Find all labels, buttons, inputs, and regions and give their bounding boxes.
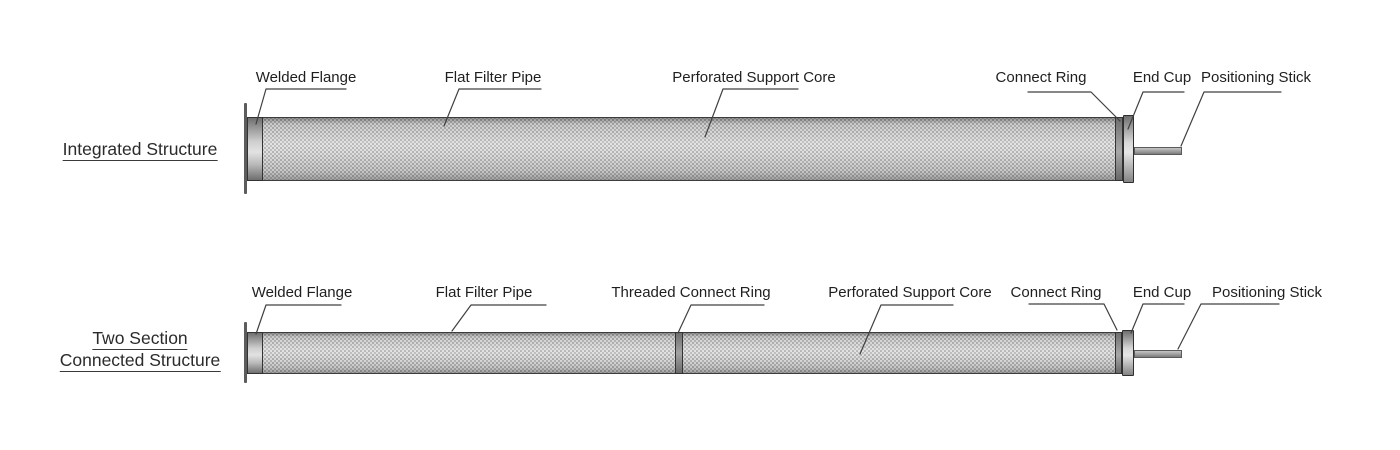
structure2-title-line2-text: Connected Structure: [59, 350, 221, 372]
structure1-flange-plate: [244, 103, 247, 194]
structure2-label-connect-ring: Connect Ring: [1010, 284, 1102, 301]
leader-s2-positioning-stick: [1177, 303, 1280, 350]
structure1-label-perforated-support-core: Perforated Support Core: [672, 69, 836, 86]
structure2-flange-plate: [244, 322, 247, 383]
leader-s2-end-cup: [1130, 303, 1185, 334]
structure2-label-flat-filter-pipe: Flat Filter Pipe: [435, 284, 533, 301]
leader-s1-end-cup: [1127, 91, 1185, 130]
structure2-end-cup: [1122, 330, 1134, 376]
structure2-title-line1-text: Two Section: [92, 328, 188, 350]
structure1-label-welded-flange: Welded Flange: [255, 69, 357, 86]
leader-s2-welded-flange: [255, 304, 342, 335]
leader-s2-flat-filter-pipe: [451, 304, 547, 332]
structure2-connect-ring: [1115, 332, 1122, 374]
structure2-threaded-connect-ring: [675, 332, 683, 374]
structure2-filter-pipe-section1: [263, 332, 675, 374]
structure1-positioning-stick: [1134, 147, 1182, 155]
structure1-title: Integrated Structure: [62, 139, 218, 161]
structure2-label-end-cup: End Cup: [1132, 284, 1192, 301]
structure2-positioning-stick: [1134, 350, 1182, 358]
structure1-welded-flange: [247, 117, 263, 181]
structure1-label-positioning-stick: Positioning Stick: [1200, 69, 1312, 86]
structure2-title-line1: Two Section: [92, 328, 188, 350]
structure2-label-threaded-connect-ring: Threaded Connect Ring: [611, 284, 771, 301]
structure1-end-cup: [1123, 115, 1134, 183]
leader-s1-positioning-stick: [1180, 91, 1282, 147]
structure2-label-perforated-support-core: Perforated Support Core: [828, 284, 992, 301]
structure1-title-text: Integrated Structure: [62, 139, 218, 161]
structure1-label-connect-ring: Connect Ring: [995, 69, 1087, 86]
structure1-label-flat-filter-pipe: Flat Filter Pipe: [444, 69, 542, 86]
structure2-title-line2: Connected Structure: [59, 350, 221, 372]
leader-s2-threaded-connect-ring: [677, 304, 765, 334]
structure2-filter-pipe-section2: [683, 332, 1115, 374]
structure2-welded-flange: [247, 332, 263, 374]
leader-s2-connect-ring: [1028, 303, 1118, 331]
structure2-label-welded-flange: Welded Flange: [251, 284, 353, 301]
structure1-connect-ring: [1115, 117, 1123, 181]
structure1-label-end-cup: End Cup: [1132, 69, 1192, 86]
structure1-filter-pipe-body: [263, 117, 1115, 181]
structure2-label-positioning-stick: Positioning Stick: [1211, 284, 1323, 301]
